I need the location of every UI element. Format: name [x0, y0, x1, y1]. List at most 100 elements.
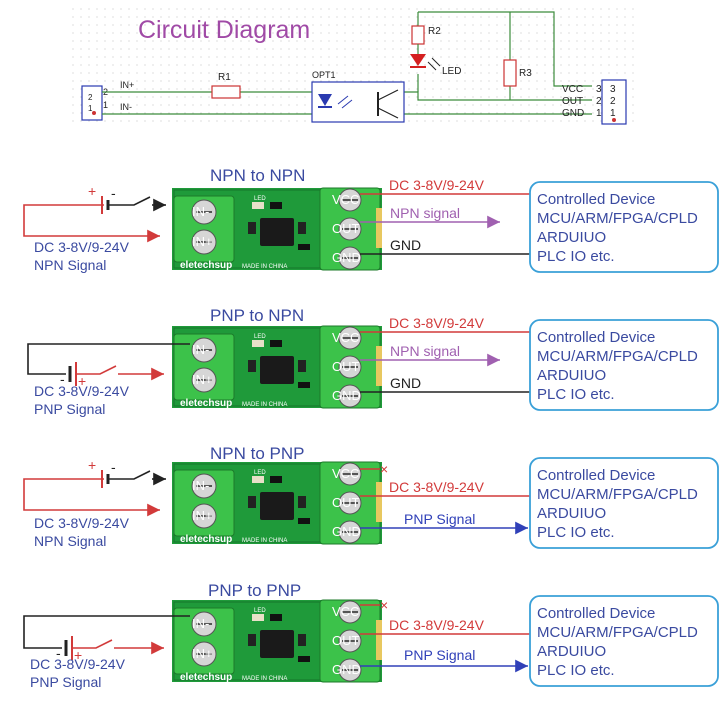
in-minus-label: IN-: [120, 102, 132, 112]
led-symbol: [410, 54, 426, 66]
panel-pnp-to-pnp: PNP to PNP eletechsup MADE IN CHINA LED …: [23, 581, 719, 690]
resistor-r1: [211, 85, 241, 99]
board-in-minus: IN-: [192, 616, 209, 631]
input-spec-signal: PNP Signal: [34, 401, 105, 417]
optocoupler-box: [311, 81, 405, 123]
board-brand: eletechsup: [180, 672, 232, 683]
wire-vcc: [418, 11, 592, 87]
schem-vcc-label: VCC: [562, 84, 583, 95]
input-pin1-number: 1: [88, 104, 93, 113]
panel-npn-to-npn: NPN to NPN eletechsup MADE IN CHINA LED …: [23, 166, 719, 273]
wire-in-plus-loop: [23, 478, 160, 517]
input-spec-voltage: DC 3-8V/9-24V: [34, 515, 130, 531]
device-line-2: MCU/ARM/FPGA/CPLD: [537, 486, 698, 503]
input-connector: [81, 85, 103, 121]
battery-minus: -: [56, 645, 61, 661]
in-plus-label: IN+: [120, 80, 134, 90]
board-vcc: VCC: [332, 192, 359, 207]
opto-ray-2: [341, 99, 353, 109]
board-in-minus: IN-: [192, 204, 209, 219]
input-spec-voltage: DC 3-8V/9-24V: [34, 383, 130, 399]
board-gnd: GND: [332, 524, 361, 539]
device-line-4: PLC IO etc.: [537, 248, 615, 265]
signal-label: NPN signal: [390, 343, 460, 359]
device-line-2: MCU/ARM/FPGA/CPLD: [537, 210, 698, 227]
signal-label: PNP Signal: [404, 511, 475, 527]
battery-plus: +: [74, 647, 82, 663]
board-gnd: GND: [332, 388, 361, 403]
board-made-in: MADE IN CHINA: [242, 264, 287, 270]
led-ray-2: [431, 57, 441, 67]
device-line-4: PLC IO etc.: [537, 386, 615, 403]
board-brand: eletechsup: [180, 398, 232, 409]
panel-pnp-to-npn: PNP to NPN eletechsup MADE IN CHINA LED …: [27, 306, 719, 417]
battery-minus: -: [111, 459, 116, 475]
schem-conn-2: 2: [610, 96, 616, 107]
board-out: OUT: [332, 633, 360, 648]
board-led-label: LED: [254, 608, 266, 614]
device-line-3: ARDUIUO: [537, 643, 606, 660]
schematic-title: Circuit Diagram: [138, 16, 310, 44]
module-board: eletechsup MADE IN CHINA LED IN- IN+ VCC…: [171, 325, 383, 409]
wire-out: [402, 91, 592, 101]
signal-label: NPN signal: [390, 205, 460, 221]
vcc-not-connected-mark: ×: [380, 597, 388, 613]
board-brand: eletechsup: [180, 260, 232, 271]
output-connector: [601, 79, 627, 125]
resistor-r2: [411, 25, 425, 45]
board-led-label: LED: [254, 334, 266, 340]
board-in-plus: IN+: [192, 372, 213, 387]
device-line-1: Controlled Device: [537, 329, 655, 346]
battery-minus: -: [111, 185, 116, 201]
gnd-label: GND: [390, 375, 421, 391]
wire-in-plus-loop: [23, 204, 160, 243]
wire-in-minus-loop: [27, 343, 190, 375]
board-in-plus: IN+: [192, 646, 213, 661]
opto-diode: [318, 94, 332, 106]
schem-gnd-label: GND: [562, 108, 584, 119]
module-board: eletechsup MADE IN CHINA LED IN- IN+ VCC…: [171, 187, 383, 271]
device-line-2: MCU/ARM/FPGA/CPLD: [537, 624, 698, 641]
switch-lever: [72, 639, 113, 649]
board-made-in: MADE IN CHINA: [242, 676, 287, 682]
led-label: LED: [442, 66, 461, 77]
controlled-device-box: [529, 457, 719, 549]
vcc-not-connected-mark: ×: [380, 461, 388, 477]
device-line-4: PLC IO etc.: [537, 662, 615, 679]
schem-pin3: 3: [596, 84, 602, 95]
battery-minus: -: [60, 371, 65, 387]
panel-title: PNP to PNP: [208, 581, 301, 600]
gnd-label: GND: [390, 237, 421, 253]
signal-label: PNP Signal: [404, 647, 475, 663]
board-brand: eletechsup: [180, 534, 232, 545]
battery-plus: +: [78, 373, 86, 389]
board-in-minus: IN-: [192, 478, 209, 493]
controlled-device-box: [529, 319, 719, 411]
input-pin1-label: 1: [103, 100, 108, 110]
panel-title: NPN to PNP: [210, 444, 304, 463]
resistor-r3: [503, 59, 517, 87]
r2-label: R2: [428, 26, 441, 37]
opto-ray-1: [337, 95, 349, 105]
schematic: Circuit Diagram 2 1 2 1 IN+ IN- R1 R2 L: [72, 2, 634, 126]
device-line-1: Controlled Device: [537, 467, 655, 484]
schem-conn-1: 1: [610, 108, 616, 119]
switch-lever: [108, 470, 151, 480]
switch-lever: [76, 365, 117, 375]
supply-label: DC 3-8V/9-24V: [389, 479, 485, 495]
board-in-minus: IN-: [192, 342, 209, 357]
device-line-1: Controlled Device: [537, 191, 655, 208]
input-spec-signal: NPN Signal: [34, 257, 106, 273]
led-ray-1: [427, 61, 437, 71]
r3-label: R3: [519, 68, 532, 79]
panel-title: PNP to NPN: [210, 306, 304, 325]
board-gnd: GND: [332, 662, 361, 677]
board-out: OUT: [332, 495, 360, 510]
controlled-device-box: [529, 595, 719, 687]
board-gnd: GND: [332, 250, 361, 265]
board-in-plus: IN+: [192, 234, 213, 249]
board-out: OUT: [332, 221, 360, 236]
module-board: eletechsup MADE IN CHINA LED IN- IN+ VCC…: [171, 599, 383, 683]
